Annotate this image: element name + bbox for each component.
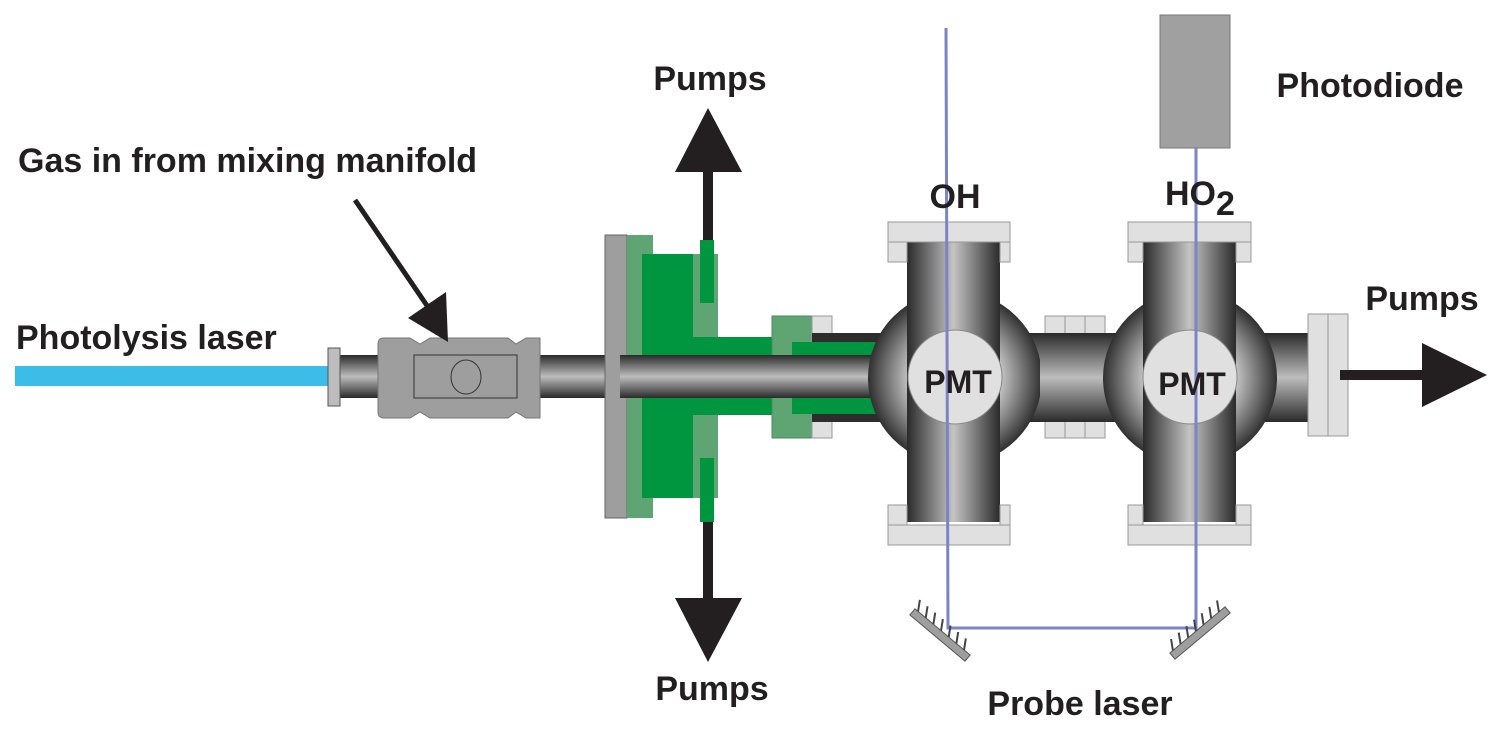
label-ho2-subscript: 2 — [1216, 185, 1235, 223]
label-pumps-bottom: Pumps — [655, 670, 768, 708]
label-pumps-top: Pumps — [653, 60, 766, 98]
gas-inlet-fitting — [377, 337, 541, 419]
label-oh: OH — [930, 178, 981, 216]
pmt-ho2-window — [1142, 329, 1238, 425]
pump-line-bottom — [675, 515, 742, 662]
six-way-cross-ho2 — [1103, 221, 1277, 546]
label-photodiode: Photodiode — [1277, 67, 1464, 105]
label-pmt-oh: PMT — [924, 364, 992, 400]
label-pmt-ho2: PMT — [1158, 366, 1226, 402]
label-pumps-right: Pumps — [1365, 280, 1478, 318]
mirror-left — [909, 599, 971, 662]
six-way-cross-oh — [868, 221, 1042, 546]
label-gas-in: Gas in from mixing manifold — [18, 142, 477, 180]
label-ho2-base: HO — [1165, 175, 1216, 213]
label-ho2: HO2 — [1165, 175, 1235, 223]
photolysis-laser-beam — [15, 366, 335, 386]
gas-inlet-arrow — [352, 198, 448, 342]
label-probe-laser: Probe laser — [987, 685, 1172, 723]
connector-flanges — [1040, 315, 1110, 439]
label-photolysis-laser: Photolysis laser — [16, 319, 277, 357]
window-flange — [327, 347, 341, 407]
pump-arrow-right — [1340, 343, 1487, 407]
photodiode — [1159, 14, 1231, 149]
pump-line-top — [675, 108, 742, 245]
pmt-oh-window — [907, 329, 1003, 425]
end-flange — [1307, 313, 1349, 437]
probe-laser-beam — [944, 27, 1198, 630]
mirror-right — [1169, 600, 1231, 660]
